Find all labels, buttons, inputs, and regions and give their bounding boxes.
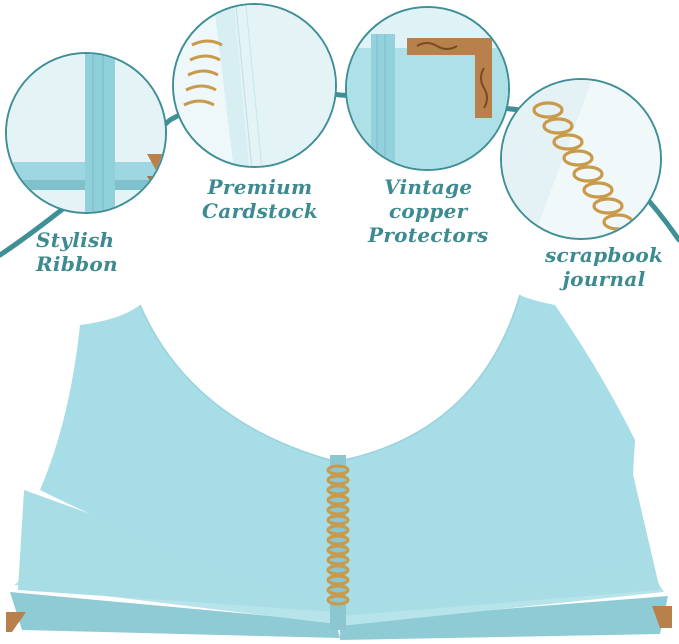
label-premium-cardstock: Premium Cardstock [202, 175, 318, 223]
label-stylish-ribbon: Stylish Ribbon [36, 228, 118, 276]
copper-protector-detail-circle [345, 6, 510, 171]
spiral-detail-circle [500, 78, 662, 240]
left-corner-protector [6, 612, 26, 632]
left-curved-page [40, 305, 332, 600]
spiral-binding [326, 464, 350, 606]
ribbon-detail-circle [5, 52, 167, 214]
scrapbook-cover [10, 592, 340, 638]
label-vintage-copper-protectors: Vintage copper Protectors [368, 175, 489, 247]
label-scrapbook-journal: scrapbook journal [545, 243, 664, 291]
right-curved-page [344, 295, 635, 602]
cardstock-detail-circle [172, 3, 337, 168]
right-corner-protector [652, 606, 672, 628]
